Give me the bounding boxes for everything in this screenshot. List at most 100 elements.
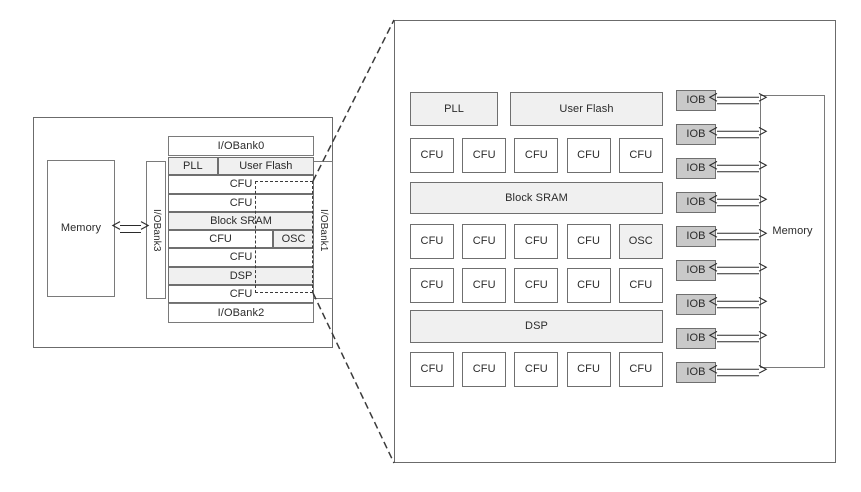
- right-cell-label: CFU: [524, 149, 548, 161]
- right-cell-label: CFU: [472, 235, 496, 247]
- left-cell-pll: PLL: [168, 157, 218, 176]
- right-cell-label: CFU: [420, 235, 444, 247]
- iob-block-8: IOB: [676, 328, 716, 349]
- right-cell-cfu: CFU: [514, 268, 559, 303]
- right-cell-label: CFU: [524, 363, 548, 375]
- right-cell-label: CFU: [577, 235, 601, 247]
- left-cell-cfu: CFU: [168, 230, 274, 249]
- io-bank2-block: I/OBank2: [168, 303, 314, 323]
- iob-label: IOB: [686, 332, 706, 344]
- right-cell-label: Block SRAM: [505, 191, 568, 204]
- iob-block-6: IOB: [676, 260, 716, 281]
- iob-block-3: IOB: [676, 158, 716, 179]
- iob-block-1: IOB: [676, 90, 716, 111]
- left-cell-label: PLL: [183, 160, 203, 173]
- iob-label: IOB: [686, 230, 706, 242]
- right-cell-label: User Flash: [559, 102, 614, 115]
- io-bank1-label: I/OBank1: [318, 208, 329, 252]
- right-cell-label: CFU: [524, 279, 548, 291]
- left-cell-block-sram: Block SRAM: [168, 211, 314, 230]
- left-cell-label: CFU: [229, 196, 253, 209]
- right-cell-label: CFU: [472, 149, 496, 161]
- right-cell-block-sram: Block SRAM: [410, 182, 663, 214]
- right-cell-label: CFU: [577, 279, 601, 291]
- right-cell-cfu: CFU: [410, 352, 454, 387]
- left-cell-label: CFU: [229, 287, 253, 300]
- right-cell-label: CFU: [420, 149, 444, 161]
- iob-label: IOB: [686, 128, 706, 140]
- left-cell-label: DSP: [229, 269, 253, 282]
- right-cell-cfu: CFU: [618, 352, 663, 387]
- right-cell-label: PLL: [444, 102, 464, 115]
- left-cell-label: CFU: [229, 178, 253, 191]
- left-cell-cfu: CFU: [168, 175, 314, 194]
- right-cell-label: CFU: [472, 279, 496, 291]
- right-cell-cfu: CFU: [462, 352, 507, 387]
- left-memory-block: Memory: [47, 160, 115, 297]
- iob-block-9: IOB: [676, 362, 716, 383]
- iob-label: IOB: [686, 298, 706, 310]
- right-cell-label: CFU: [420, 279, 444, 291]
- right-cell-cfu: CFU: [410, 268, 454, 303]
- left-cell-cfu: CFU: [168, 284, 314, 303]
- left-cell-cfu: CFU: [168, 193, 314, 212]
- right-cell-pll: PLL: [410, 92, 498, 126]
- left-cell-user-flash: User Flash: [217, 157, 314, 176]
- iob-label: IOB: [686, 264, 706, 276]
- iob-block-5: IOB: [676, 226, 716, 247]
- right-cell-cfu: CFU: [566, 138, 611, 173]
- right-memory-label: Memory: [772, 225, 813, 237]
- right-cell-label: CFU: [629, 279, 653, 291]
- right-memory-block: Memory: [760, 95, 825, 368]
- iob-label: IOB: [686, 94, 706, 106]
- iob-label: IOB: [686, 162, 706, 174]
- io-bank2-label: I/OBank2: [217, 306, 265, 319]
- io-bank3-block: I/OBank3: [146, 161, 166, 299]
- right-cell-cfu: CFU: [566, 268, 611, 303]
- io-bank0-label: I/OBank0: [217, 139, 265, 152]
- left-memory-label: Memory: [60, 222, 102, 234]
- right-cell-cfu: CFU: [462, 138, 507, 173]
- iob-block-7: IOB: [676, 294, 716, 315]
- left-cell-label: User Flash: [239, 160, 293, 173]
- right-cell-dsp: DSP: [410, 310, 663, 343]
- right-cell-cfu: CFU: [514, 352, 559, 387]
- iob-label: IOB: [686, 366, 706, 378]
- right-cell-cfu: CFU: [514, 224, 559, 259]
- left-cell-cfu: CFU: [168, 248, 314, 267]
- right-cell-cfu: CFU: [514, 138, 559, 173]
- right-cell-user-flash: User Flash: [510, 92, 663, 126]
- right-cell-cfu: CFU: [410, 138, 454, 173]
- right-cell-cfu: CFU: [618, 138, 663, 173]
- right-cell-cfu: CFU: [462, 224, 507, 259]
- right-cell-cfu: CFU: [462, 268, 507, 303]
- left-cell-label: CFU: [209, 233, 232, 246]
- right-cell-label: CFU: [629, 363, 653, 375]
- left-cell-osc: OSC: [273, 230, 314, 249]
- io-bank3-label: I/OBank3: [151, 208, 162, 252]
- zoom-selection-box: [255, 181, 313, 293]
- left-cell-dsp: DSP: [168, 266, 314, 285]
- right-cell-cfu: CFU: [566, 224, 611, 259]
- right-cell-label: CFU: [524, 235, 548, 247]
- right-cell-cfu: CFU: [566, 352, 611, 387]
- left-cell-label: OSC: [281, 233, 306, 246]
- left-cell-label: CFU: [229, 251, 253, 264]
- iob-block-2: IOB: [676, 124, 716, 145]
- right-cell-label: CFU: [420, 363, 444, 375]
- right-cell-label: CFU: [629, 149, 653, 161]
- right-cell-label: CFU: [577, 149, 601, 161]
- right-cell-label: CFU: [472, 363, 496, 375]
- right-cell-label: CFU: [577, 363, 601, 375]
- right-cell-cfu: CFU: [618, 268, 663, 303]
- right-cell-osc: OSC: [618, 224, 663, 259]
- right-cell-label: DSP: [525, 320, 548, 332]
- iob-block-4: IOB: [676, 192, 716, 213]
- left-cell-label: Block SRAM: [210, 214, 272, 227]
- right-cell-label: OSC: [628, 235, 653, 247]
- iob-label: IOB: [686, 196, 706, 208]
